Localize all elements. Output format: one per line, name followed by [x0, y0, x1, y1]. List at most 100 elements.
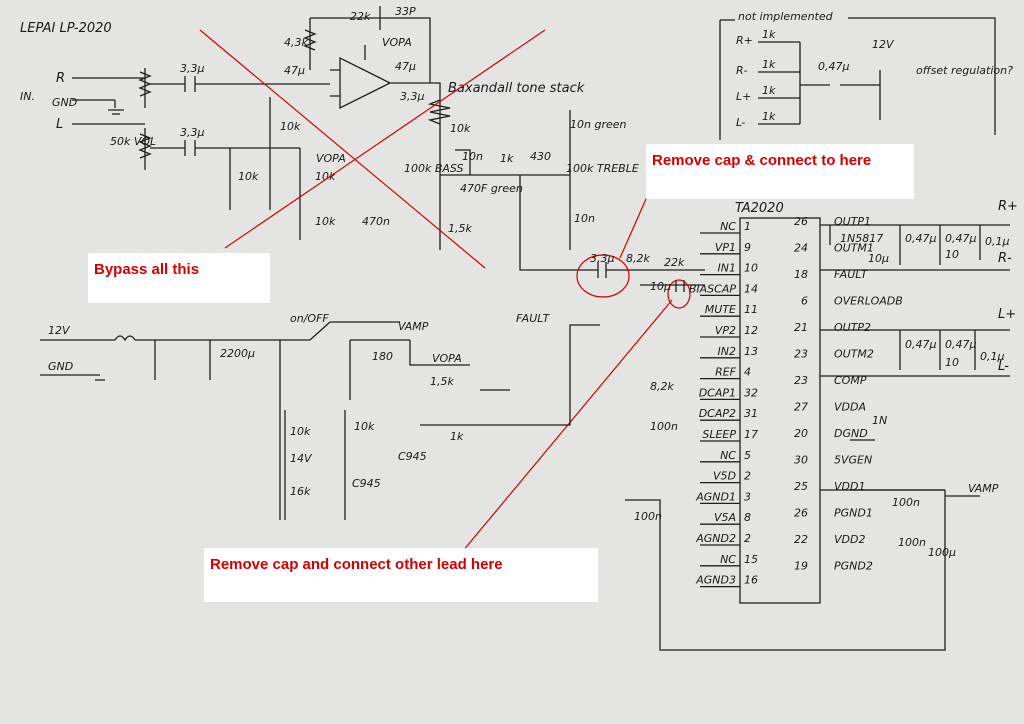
chip-pin-label: PGND2 — [834, 560, 873, 573]
res-22k: 22k — [350, 10, 371, 23]
chip-pin-label: VP2 — [715, 324, 736, 337]
input-wiring — [72, 68, 330, 240]
res-430: 430 — [530, 150, 551, 163]
transistor-c945-b: C945 — [398, 450, 427, 463]
cap-01u-a: 0,1µ — [985, 235, 1010, 248]
cap-33p: 33P — [395, 5, 416, 18]
label-not-implemented: not implemented — [738, 10, 834, 23]
output-r-plus: R+ — [998, 199, 1018, 214]
chip-pin-number: 23 — [794, 374, 808, 387]
chip-pin-number: 16 — [744, 574, 758, 587]
chip-pin-label: V5D — [713, 470, 736, 483]
chip-pin-number: 25 — [794, 480, 808, 493]
not-implemented-box — [719, 17, 996, 140]
chip-pin-label: OUTM1 — [834, 242, 874, 255]
res-10k-b: 10k — [238, 170, 259, 183]
label-volume: 50k VOL — [110, 135, 156, 148]
label-vamp-a: VAMP — [398, 320, 429, 333]
strike-cross — [199, 29, 546, 269]
chip-pin-label: IN1 — [718, 262, 736, 275]
chip-pin-number: 10 — [744, 262, 758, 275]
chip-pin-number: 13 — [744, 345, 758, 358]
chip-pin-number: 32 — [744, 386, 758, 399]
chip-pin-label: AGND3 — [695, 574, 736, 587]
cap-100u: 100µ — [928, 546, 956, 559]
label-treble: 100k TREBLE — [566, 162, 639, 175]
input-coupling — [580, 262, 705, 292]
label-12v: 12V — [48, 324, 71, 337]
chip-pin-number: 20 — [794, 427, 808, 440]
chip-pin-number: 17 — [744, 428, 758, 441]
chip-pin-label: OUTM2 — [834, 348, 874, 361]
offset-res-1k-a: 1k — [762, 28, 776, 41]
annotation-remove-cap-other-lead: Remove cap and connect other lead here — [204, 548, 598, 602]
cap-2200u: 2200µ — [220, 347, 255, 360]
chip-pin-number: 27 — [794, 401, 808, 414]
annotation-remove-cap-connect: Remove cap & connect to here — [646, 144, 914, 199]
chip-pin-label: VDD1 — [834, 480, 865, 493]
cap-10nf: 10n — [462, 150, 483, 163]
chip-pin-label: BIASCAP — [689, 282, 737, 295]
label-green-1: 10n green — [570, 118, 627, 131]
chip-name: TA2020 — [735, 201, 784, 216]
offset-network-wiring — [758, 41, 881, 125]
cap-1n: 1N — [872, 414, 887, 427]
leader-line-a — [619, 189, 651, 259]
res-10k-f: 10k — [290, 425, 311, 438]
chip-pin-number: 12 — [744, 324, 758, 337]
chip-pin-label: NC — [720, 553, 736, 566]
res-16k: 16k — [290, 485, 311, 498]
transistor-c945-a: C945 — [352, 477, 381, 490]
ground-loop — [625, 489, 946, 651]
label-in: IN. — [20, 90, 35, 103]
chip-pin-number: 22 — [794, 533, 808, 546]
tone-stack-wiring — [427, 82, 580, 271]
chip-pin-label: DGND — [834, 427, 868, 440]
offset-12v: 12V — [872, 38, 895, 51]
chip-pin-label: OVERLOADB — [834, 295, 903, 308]
cap-highlight-circle-a — [576, 254, 630, 298]
chip-body — [739, 217, 821, 604]
chip-pin-number: 31 — [744, 407, 758, 420]
res-10k-c: 10k — [315, 170, 336, 183]
chip-pin-label: DCAP2 — [699, 407, 736, 420]
offset-res-1k-d: 1k — [762, 110, 776, 123]
schematic-title: LEPAI LP-2020 — [20, 21, 112, 36]
offset-cap-047u: 0,47µ — [818, 60, 850, 73]
chip-pin-number: 3 — [744, 490, 751, 503]
chip-pin-label: IN2 — [718, 345, 736, 358]
res-4k3: 4,3k — [284, 36, 308, 49]
cap-470n: 470n — [362, 215, 390, 228]
label-input-l: L — [56, 117, 63, 132]
cap-3u3-d: 3,3µ — [590, 252, 615, 265]
res-1k-b: 1k — [450, 430, 464, 443]
offset-r-plus: R+ — [736, 34, 753, 47]
chip-pin-number: 18 — [794, 268, 808, 281]
chip-pin-label: V5A — [714, 511, 736, 524]
chip-pin-label: REF — [715, 366, 737, 379]
label-gnd-power: GND — [48, 360, 73, 373]
label-baxandall: Baxandall tone stack — [448, 81, 585, 96]
label-input-r: R — [56, 71, 65, 86]
chip-pin-number: 9 — [744, 241, 751, 254]
leader-line-b — [461, 299, 673, 553]
chip-pin-label: DCAP1 — [699, 386, 736, 399]
res-1k5: 1,5k — [448, 222, 472, 235]
res-8k2-b: 8,2k — [650, 380, 674, 393]
chip-pin-number: 2 — [744, 470, 751, 483]
cap-10n-b: 10n — [574, 212, 595, 225]
chip-pin-number: 24 — [794, 242, 808, 255]
label-vopa-a: VOPA — [316, 152, 346, 165]
res-22k-b: 22k — [664, 256, 685, 269]
cap-highlight-circle-b — [667, 279, 691, 309]
chip-pin-label: NC — [720, 449, 736, 462]
label-vopa-c: VOPA — [432, 352, 462, 365]
res-10-b: 10 — [945, 356, 959, 369]
output-l-plus: L+ — [998, 307, 1016, 322]
chip-pin-label: VDDA — [834, 401, 866, 414]
label-vamp-b: VAMP — [968, 482, 999, 495]
cap-10u-b: 10µ — [868, 252, 889, 265]
